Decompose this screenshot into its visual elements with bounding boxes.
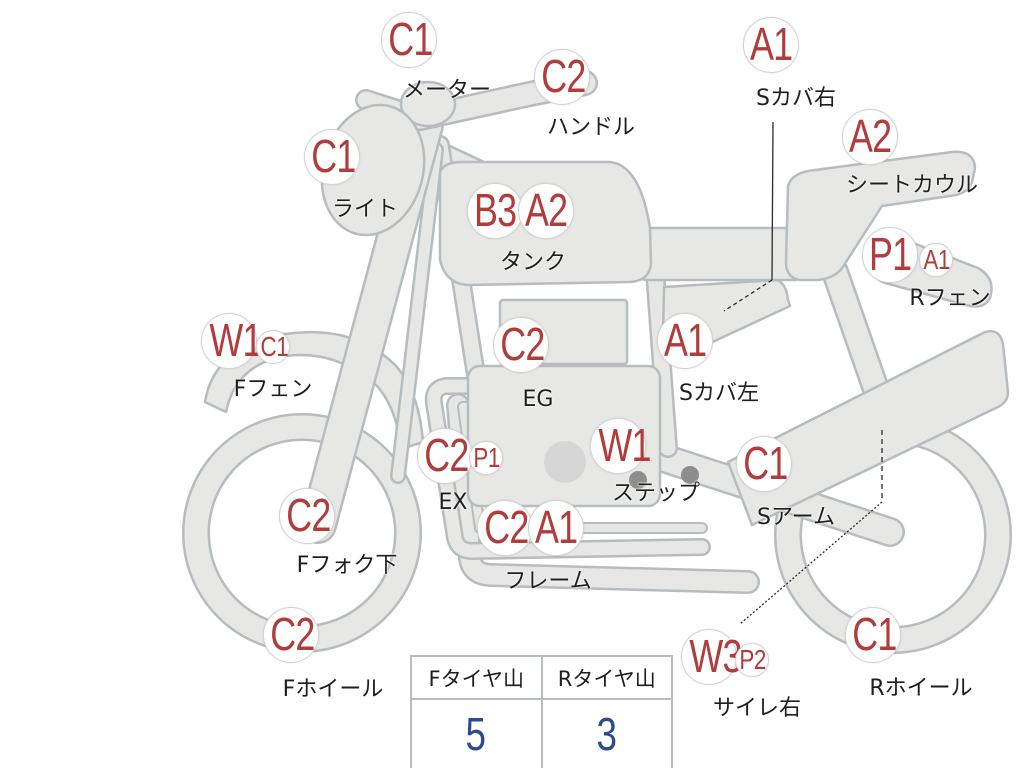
grade-badge: W1 — [201, 313, 262, 369]
grade-text: W1 — [209, 314, 262, 366]
part-label: サイレ右 — [712, 696, 802, 721]
part-label: Fフェン — [233, 377, 313, 402]
grade-text: B3 — [473, 184, 517, 236]
grade-text: C2 — [541, 50, 586, 102]
seat — [636, 226, 805, 282]
part-label: フレーム — [504, 569, 592, 594]
part-label: タンク — [499, 250, 567, 275]
part-label: ステップ — [611, 481, 701, 506]
grade-text: C2 — [286, 489, 331, 541]
front-tire-tread-value: 5 — [466, 708, 487, 760]
muffler — [726, 330, 1010, 527]
part-label: メーター — [402, 78, 492, 103]
grade-text: A1 — [663, 314, 707, 366]
grade-text: C2 — [270, 608, 315, 660]
grade-badge: B3 — [467, 183, 523, 239]
part-label: シートカウル — [845, 173, 979, 198]
part-label: Sアーム — [757, 505, 835, 530]
seat-cowl — [784, 150, 977, 282]
grade-text: C1 — [852, 608, 897, 660]
grade-badge: A2 — [518, 183, 574, 239]
grade-text: C2 — [500, 318, 545, 370]
grade-badge: C2 — [417, 428, 473, 484]
part-label: Sカバ左 — [679, 381, 759, 406]
grade-text: A1 — [749, 18, 793, 70]
grade-text: P1 — [473, 442, 500, 473]
grade-text: C1 — [743, 437, 788, 489]
grade-text: C1 — [260, 331, 289, 362]
meter — [399, 80, 457, 128]
rear-tire-tread-header: Rタイヤ山 — [540, 655, 673, 700]
tire-tread-table: Fタイヤ山 Rタイヤ山 5 3 — [410, 655, 673, 768]
front-tire-tread-cell: 5 — [410, 698, 543, 768]
front-tire-tread-header: Fタイヤ山 — [410, 655, 543, 700]
grade-badge: C2 — [279, 488, 335, 544]
grade-text: A1 — [534, 501, 578, 553]
grade-text: C1 — [388, 13, 433, 65]
engine-cover-circle — [544, 441, 586, 483]
part-label: Rホイール — [869, 676, 973, 701]
grade-badge: C2 — [263, 607, 319, 663]
part-label: EG — [522, 387, 554, 412]
grade-badge-small: P1 — [469, 441, 503, 475]
grade-badge: W1 — [590, 418, 651, 474]
grade-text: P2 — [739, 644, 766, 675]
grade-badge: A1 — [657, 313, 713, 369]
grade-badge: A2 — [842, 109, 898, 165]
grade-badge: C1 — [304, 129, 360, 185]
tire-tread-value-row: 5 3 — [410, 698, 673, 768]
grade-badge-small: P2 — [735, 643, 769, 677]
grade-badge: C2 — [477, 500, 533, 556]
grade-text: C2 — [424, 429, 469, 481]
grade-badge: C1 — [736, 436, 792, 492]
grade-badge-small: C1 — [256, 330, 290, 364]
grade-badge: A1 — [743, 17, 799, 73]
part-label: ハンドル — [546, 115, 636, 140]
footpeg — [629, 466, 699, 489]
grade-text: P1 — [868, 228, 912, 280]
rear-tire-tread-value: 3 — [596, 708, 617, 760]
grade-text: W1 — [598, 419, 651, 471]
grade-badge: P1 — [862, 227, 918, 283]
part-label: EX — [438, 490, 468, 515]
leader-line-side-cover-right — [723, 121, 774, 312]
tire-tread-header-row: Fタイヤ山 Rタイヤ山 — [410, 655, 673, 700]
grade-badge: W3 — [681, 629, 742, 685]
part-label: Fフォク下 — [296, 553, 398, 578]
part-label: ライト — [331, 197, 399, 222]
grade-text: A1 — [923, 244, 950, 275]
grade-badge: C2 — [534, 49, 590, 105]
grade-badge: C1 — [845, 607, 901, 663]
part-label: Rフェン — [909, 286, 991, 311]
grade-text: C1 — [311, 130, 356, 182]
leader-line-muffler-right — [739, 430, 883, 625]
rear-tire-tread-cell: 3 — [540, 698, 673, 768]
grade-badge: A1 — [528, 500, 584, 556]
part-label: Fホイール — [282, 677, 384, 702]
part-label: Sカバ右 — [756, 86, 836, 111]
grade-text: W3 — [689, 630, 742, 682]
grade-badge-small: A1 — [919, 243, 953, 277]
grade-badge: C1 — [381, 12, 437, 68]
grade-badge: C2 — [493, 317, 549, 373]
grade-text: A2 — [848, 110, 892, 162]
grade-text: A2 — [524, 184, 568, 236]
grade-text: C2 — [484, 501, 529, 553]
